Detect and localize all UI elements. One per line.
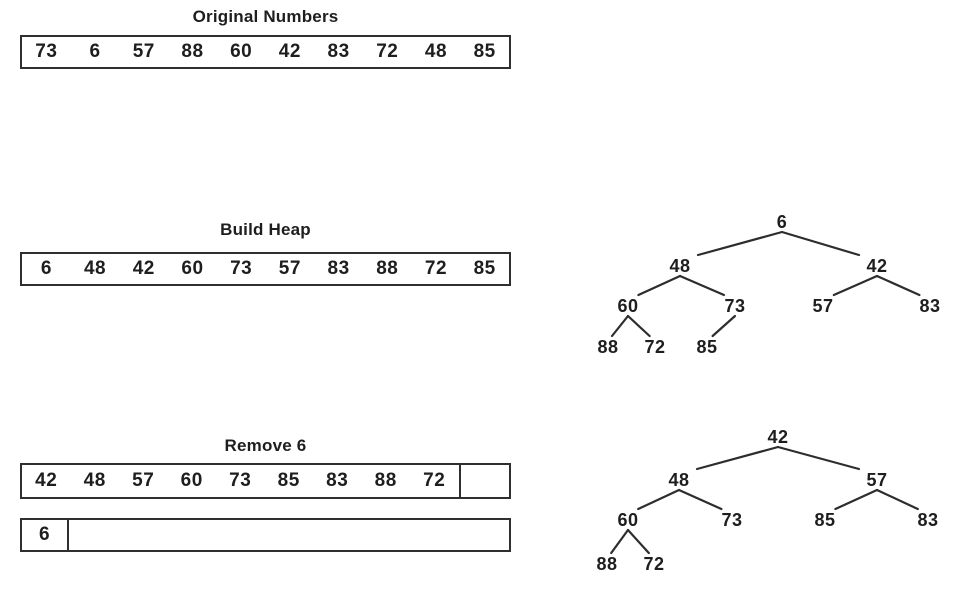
tree-node-label: 57	[812, 296, 833, 316]
tree-edge	[776, 445, 861, 471]
tree-node-label: 72	[643, 554, 664, 574]
array-cell: 88	[181, 41, 204, 62]
array-cell: 48	[83, 258, 107, 279]
array-cell: 60	[180, 470, 203, 491]
removed-items-array: 6	[20, 518, 511, 552]
original-numbers-array: 73 6 57 88 60 42 83 72 48 85	[20, 35, 511, 69]
array-cell: 85	[473, 41, 496, 62]
tree-node-label: 73	[724, 296, 745, 316]
remove-6-array: 42 48 57 60 73 85 83 88 72	[20, 463, 511, 499]
tree-node-label: 88	[596, 554, 617, 574]
array-cell: 57	[132, 470, 155, 491]
tree-edge	[696, 230, 784, 257]
array-cell: 42	[278, 41, 301, 62]
tree-edge	[610, 314, 630, 338]
array-cell: 73	[229, 470, 252, 491]
tree-node-label: 72	[644, 337, 665, 357]
tree-edge	[626, 528, 650, 555]
build-heap-tree: 6 48 42 60 73 57 83 88 72 85	[597, 212, 940, 357]
array-cell: 6	[22, 520, 69, 550]
tree-edge	[875, 274, 921, 297]
array-cell: 6	[89, 41, 101, 62]
tree-edge	[711, 314, 737, 338]
tree-node-label: 42	[767, 427, 788, 447]
tree-node-label: 57	[866, 470, 887, 490]
tree-edge	[637, 488, 681, 511]
array-cell: 48	[83, 470, 106, 491]
array-cell: 42	[35, 470, 58, 491]
tree-edge	[875, 488, 919, 511]
tree-edge	[626, 314, 651, 338]
tree-edge	[677, 488, 723, 511]
section-title-build-heap: Build Heap	[220, 220, 311, 239]
tree-edge	[832, 274, 879, 297]
section-title-original-numbers: Original Numbers	[192, 7, 339, 26]
array-cell: 73	[230, 258, 253, 279]
array-cell: 48	[424, 41, 448, 62]
section-title-remove-6: Remove 6	[224, 436, 307, 455]
build-heap-array: 6 48 42 60 73 57 83 88 72 85	[20, 252, 511, 286]
tree-node-label: 60	[617, 296, 638, 316]
array-cell: 73	[35, 41, 58, 62]
array-cell: 88	[374, 470, 397, 491]
array-cell	[458, 465, 510, 497]
array-cell: 57	[278, 258, 301, 279]
tree-node-label: 48	[668, 470, 689, 490]
array-cell	[69, 520, 509, 550]
tree-node-label: 42	[866, 256, 887, 276]
tree-node-label: 88	[597, 337, 618, 357]
tree-node-label: 85	[814, 510, 835, 530]
array-cell: 72	[423, 470, 446, 491]
tree-edge	[637, 274, 682, 297]
tree-edge	[695, 445, 780, 471]
array-cell: 83	[326, 470, 349, 491]
array-cell: 83	[327, 41, 350, 62]
array-cell: 60	[230, 41, 253, 62]
tree-node-label: 48	[669, 256, 690, 276]
array-cell: 42	[132, 258, 155, 279]
tree-node-label: 6	[777, 212, 788, 232]
tree-node-label: 60	[617, 510, 638, 530]
tree-edge	[610, 528, 630, 555]
array-cell: 57	[132, 41, 155, 62]
array-cell: 6	[40, 258, 52, 279]
tree-node-label: 83	[919, 296, 940, 316]
tree-edge	[834, 488, 879, 511]
array-cell: 88	[376, 258, 399, 279]
array-cell: 83	[327, 258, 350, 279]
array-cell: 72	[424, 258, 448, 279]
array-cell: 60	[181, 258, 204, 279]
tree-node-label: 85	[696, 337, 717, 357]
tree-edge	[678, 274, 726, 297]
array-cell: 85	[277, 470, 300, 491]
array-cell: 72	[376, 41, 399, 62]
tree-node-label: 73	[721, 510, 742, 530]
remove-6-tree: 42 48 57 60 73 85 83 88 72	[596, 427, 938, 574]
tree-edge	[780, 230, 861, 257]
array-cell: 85	[473, 258, 496, 279]
tree-node-label: 83	[917, 510, 938, 530]
